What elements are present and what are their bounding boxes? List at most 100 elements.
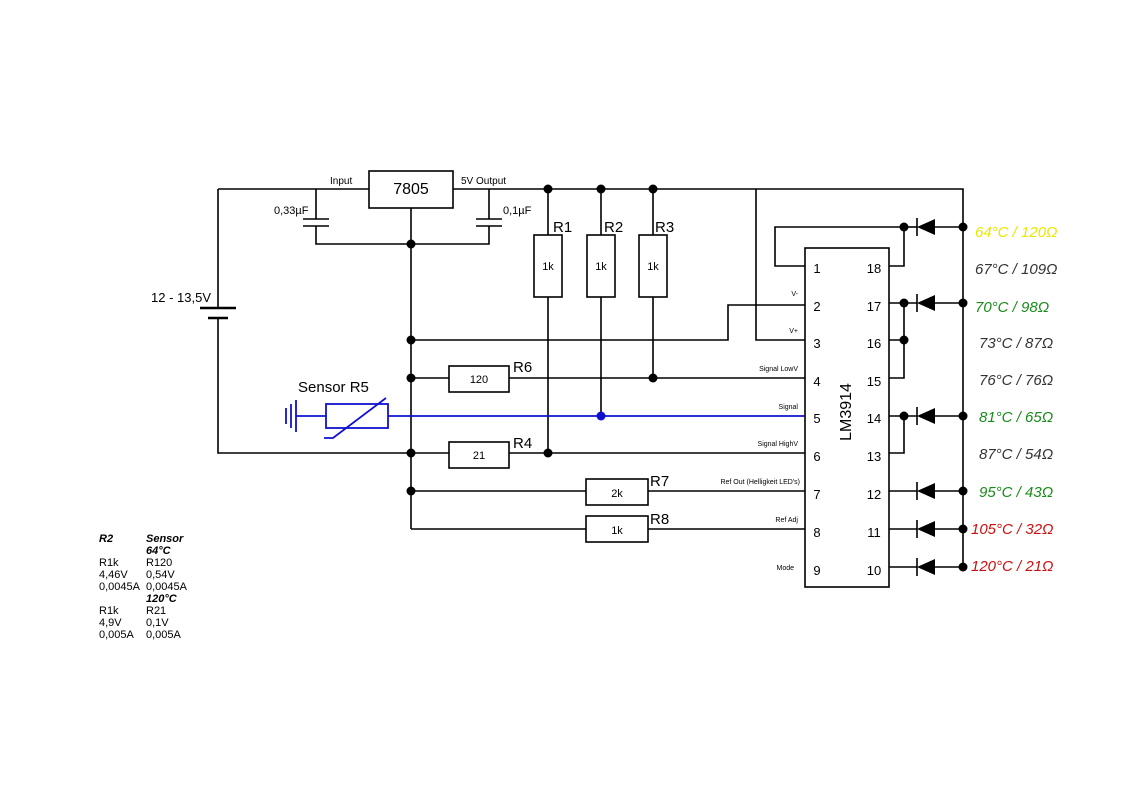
temp-label: 73°C / 87Ω xyxy=(979,335,1053,352)
legend-cell: 4,9V xyxy=(99,617,122,629)
legend-cell: R1k xyxy=(99,605,119,617)
legend-cell: R120 xyxy=(146,557,173,569)
temp-label: 67°C / 109Ω xyxy=(975,261,1057,278)
pin-number: 16 xyxy=(867,336,881,351)
resistor-r2 xyxy=(586,234,616,298)
pin-number: 9 xyxy=(813,563,820,578)
temp-label: 81°C / 65Ω xyxy=(979,409,1053,426)
pin-number: 1 xyxy=(813,261,820,276)
legend-cell: 0,0045A xyxy=(146,581,187,593)
pin-number: 14 xyxy=(867,411,881,426)
pin-signal-labels: V- V+ Signal LowV Signal Signal HighV Re… xyxy=(720,291,800,572)
r2-value: 1k xyxy=(595,261,607,273)
pin-number: 18 xyxy=(867,261,881,276)
r7-name: R7 xyxy=(650,473,669,490)
legend-header-sensor: Sensor xyxy=(146,533,184,545)
r2-name: R2 xyxy=(604,219,623,236)
legend-cell: 0,005A xyxy=(99,629,134,641)
regulator-input-label: Input xyxy=(330,176,352,187)
measurement-legend: R2 Sensor 64°C R1k R120 4,46V 0,54V 0,0045… xyxy=(99,533,187,641)
pin-number: 6 xyxy=(813,449,820,464)
r4-value: 21 xyxy=(473,450,485,462)
temp-label: 105°C / 32Ω xyxy=(971,521,1053,538)
resistor-r8 xyxy=(585,515,649,543)
temp-label: 120°C / 21Ω xyxy=(971,558,1053,575)
r3-name: R3 xyxy=(655,219,674,236)
pin-number: 11 xyxy=(867,525,881,540)
r6-value: 120 xyxy=(470,374,488,386)
resistor-r3 xyxy=(638,234,668,298)
lm3914-ic: LM3914 1 2 3 4 5 6 7 8 9 18 17 16 15 14 … xyxy=(720,226,905,588)
power-supply-section: 12 - 13,5V 7805 Input 5V Output 0,33µF 0… xyxy=(151,170,964,567)
legend-cell xyxy=(99,593,146,605)
legend-cell: 0,1V xyxy=(146,617,169,629)
legend-cell: 120°C xyxy=(146,593,177,605)
led-output-network xyxy=(889,218,963,576)
pin-label-vplus: V+ xyxy=(789,328,798,335)
pin-number: 5 xyxy=(813,411,820,426)
pin-number: 7 xyxy=(813,487,820,502)
r6-name: R6 xyxy=(513,359,532,376)
diode-120c xyxy=(916,558,963,576)
legend-cell: 64°C xyxy=(146,545,171,557)
legend-cell: R21 xyxy=(146,605,167,617)
resistor-r7 xyxy=(585,478,649,506)
battery-voltage-label: 12 - 13,5V xyxy=(151,290,211,305)
diode-105c xyxy=(916,520,963,538)
diode-64c xyxy=(904,218,963,236)
resistor-r4 xyxy=(448,441,510,469)
diode-95c xyxy=(916,482,963,500)
pin-number: 10 xyxy=(867,563,881,578)
pin-number: 4 xyxy=(813,374,820,389)
legend-cell: R1k xyxy=(99,557,119,569)
input-capacitor xyxy=(303,189,502,245)
legend-cell: 0,005A xyxy=(146,629,181,641)
left-pin-numbers: 1 2 3 4 5 6 7 8 9 xyxy=(813,261,820,578)
output-cap-label: 0,1µF xyxy=(503,205,532,217)
r8-value: 1k xyxy=(611,525,623,537)
temperature-labels: 64°C / 120Ω 67°C / 109Ω 70°C / 98Ω 73°C … xyxy=(971,224,1057,575)
legend-cell xyxy=(99,545,146,557)
r8-name: R8 xyxy=(650,511,669,528)
pin-number: 8 xyxy=(813,525,820,540)
sensor-r5: Sensor R5 xyxy=(285,379,805,439)
legend-cell: 0,0045A xyxy=(99,581,140,593)
resistor-r6 xyxy=(448,365,510,393)
r7-value: 2k xyxy=(611,488,623,500)
r3-value: 1k xyxy=(647,261,659,273)
pin-label-signal-high: Signal HighV xyxy=(758,441,799,448)
pin-label-signal: Signal xyxy=(779,404,799,411)
right-pin-numbers: 18 17 16 15 14 13 12 11 10 xyxy=(867,261,881,578)
regulator-7805 xyxy=(368,170,454,209)
pin-number: 13 xyxy=(867,449,881,464)
pin-label-ref-adj: Ref Adj xyxy=(775,517,798,524)
regulator-output-label: 5V Output xyxy=(461,176,506,187)
legend-cell: 4,46V xyxy=(99,569,128,581)
pin-label-ref-out: Ref Out (Helligkeit LED's) xyxy=(720,479,800,486)
r4-name: R4 xyxy=(513,435,532,452)
temp-label: 76°C / 76Ω xyxy=(979,372,1053,389)
pin-label-signal-low: Signal LowV xyxy=(759,366,798,373)
regulator-label: 7805 xyxy=(393,181,429,198)
temp-label: 64°C / 120Ω xyxy=(975,224,1057,241)
r1-value: 1k xyxy=(542,261,554,273)
battery-symbol xyxy=(200,306,236,320)
input-cap-label: 0,33µF xyxy=(274,205,309,217)
sensor-label: Sensor R5 xyxy=(298,379,369,396)
resistor-r1 xyxy=(533,234,563,298)
pin-number: 2 xyxy=(813,299,820,314)
pin-number: 15 xyxy=(867,374,881,389)
series-resistors: 120 R6 21 R4 2k R7 1k R8 xyxy=(448,359,669,543)
ic-label: LM3914 xyxy=(838,383,855,441)
r1-name: R1 xyxy=(553,219,572,236)
legend-header-r2: R2 xyxy=(99,533,114,545)
reference-resistors: 1k 1k 1k R1 R2 R3 xyxy=(533,189,674,453)
pin-label-mode: Mode xyxy=(776,565,794,572)
junction-dots xyxy=(406,184,968,572)
ic-body xyxy=(804,247,890,588)
temp-label: 87°C / 54Ω xyxy=(979,446,1053,463)
diode-81c xyxy=(916,407,963,425)
pin-label-vminus: V- xyxy=(791,291,798,298)
legend-cell: 0,54V xyxy=(146,569,175,581)
